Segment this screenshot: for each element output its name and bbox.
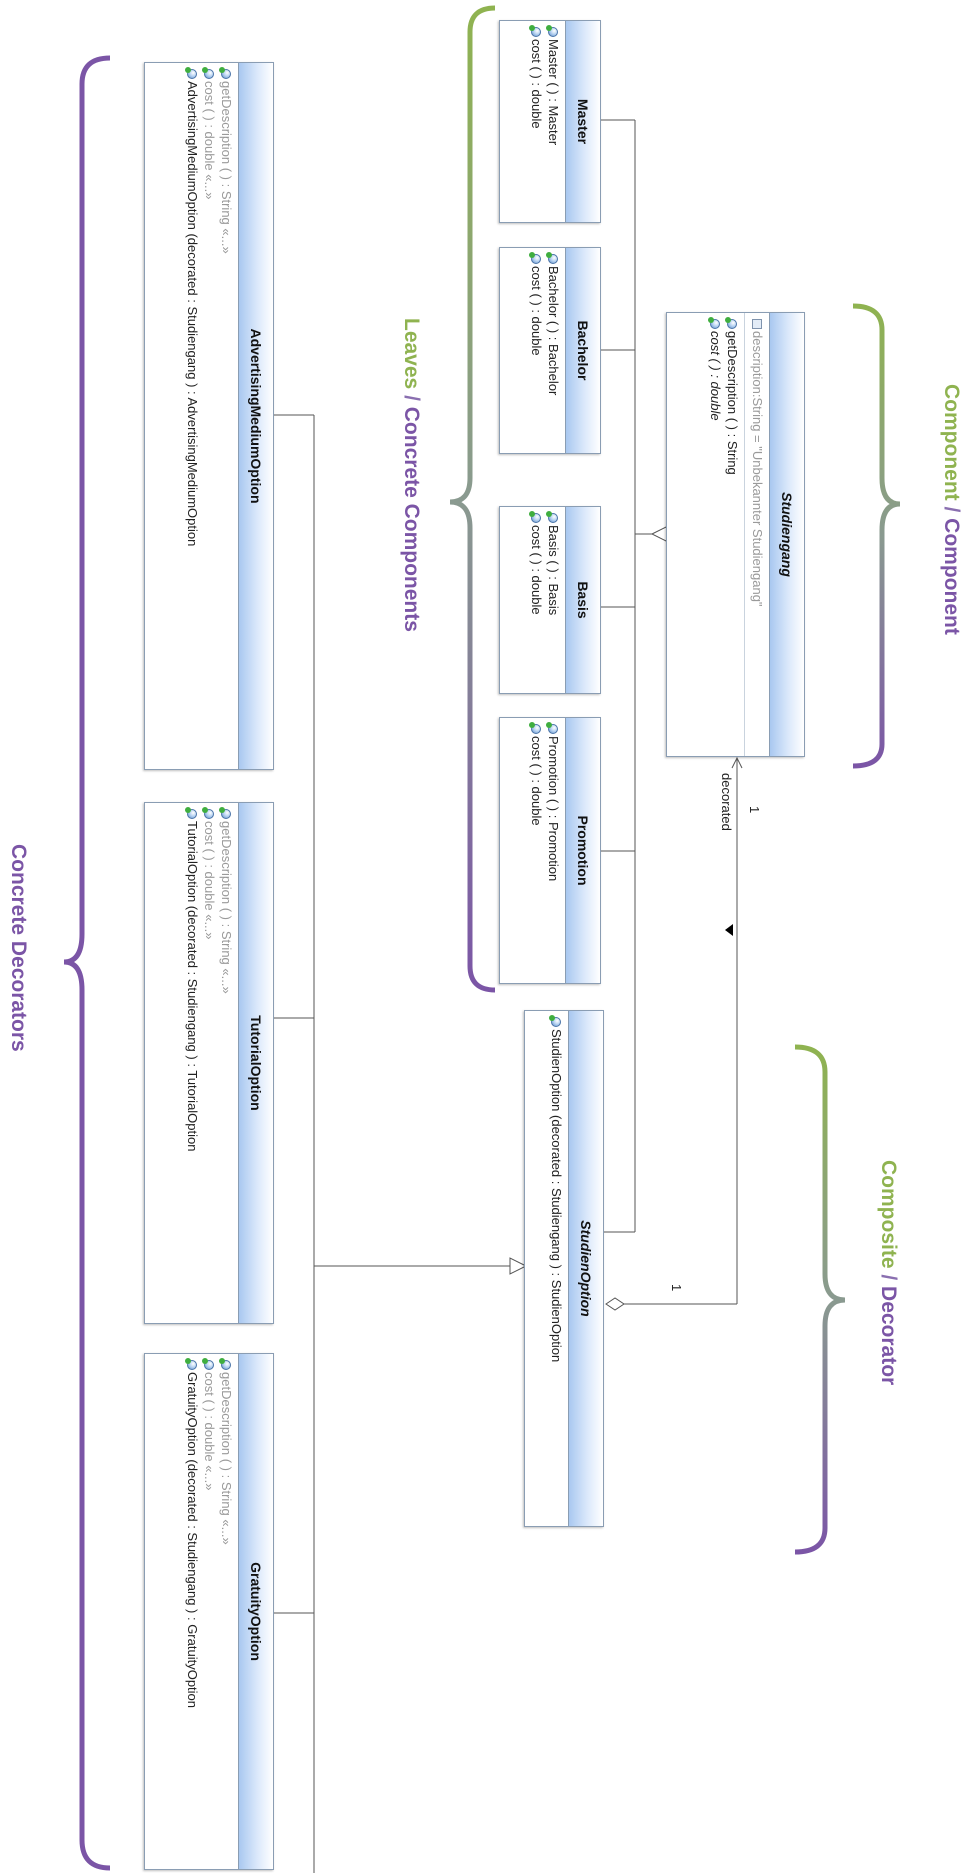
operation: StudienOption (decorated : Studiengang )… [548,1017,565,1520]
attribute-icon [752,319,762,329]
class-name: Master [565,21,600,222]
operation: cost ( ) : double [528,254,545,447]
leaves-role-label: Leaves / Concrete Components [400,318,423,632]
operation-icon [531,513,541,523]
operation: AdvertisingMediumOption (decorated : Stu… [184,69,201,763]
class-bachelor[interactable]: Bachelor Bachelor ( ) : Bachelor cost ( … [499,247,601,454]
operation-icon [531,254,541,264]
class-promotion[interactable]: Promotion Promotion ( ) : Promotion cost… [499,717,601,984]
class-name: Bachelor [565,248,600,453]
operation-icon [727,319,737,329]
class-name: StudienOption [568,1011,603,1526]
operation-icon [204,69,214,79]
class-tutorialoption[interactable]: TutorialOption getDescription ( ) : Stri… [144,802,274,1324]
operation: getDescription ( ) : String «...» [218,69,235,763]
operation-icon [187,1360,197,1370]
class-name: AdvertisingMediumOption [238,63,273,769]
operation: Master ( ) : Master [545,27,562,216]
operation: TutorialOption (decorated : Studiengang … [184,809,201,1317]
aggregation-diamond [605,1297,625,1311]
operation-icon [531,724,541,734]
multiplicity-bottom: 1 [669,1284,684,1292]
operation: Basis ( ) : Basis [545,513,562,687]
class-name: GratuityOption [238,1354,273,1869]
generalization-leaves [601,119,652,1233]
class-master[interactable]: Master Master ( ) : Master cost ( ) : do… [499,20,601,223]
operation-icon [187,69,197,79]
operation-icon [221,69,231,79]
class-name: Promotion [565,718,600,983]
operation: cost ( ) : double «...» [201,809,218,1317]
association-decorated [624,756,743,1305]
operation: cost ( ) : double «...» [201,1360,218,1863]
navigation-arrowhead [725,924,733,936]
association-role-label: decorated [719,773,734,831]
multiplicity-top: 1 [747,806,762,814]
operation-icon [204,1360,214,1370]
concrete-decorators-label: Concrete Decorators [7,844,30,1052]
generalization-decorators [274,414,510,1873]
class-name: TutorialOption [238,803,273,1323]
operation: cost ( ) : double [528,724,545,977]
operation: getDescription ( ) : String «...» [218,1360,235,1863]
operation: getDescription ( ) : String «...» [218,809,235,1317]
class-basis[interactable]: Basis Basis ( ) : Basis cost ( ) : doubl… [499,506,601,694]
operation-icon [551,1017,561,1027]
operation-icon [204,809,214,819]
class-name: Studiengang [769,313,804,756]
operation-icon [187,809,197,819]
class-studiengang[interactable]: Studiengang description:String = "Unbeka… [666,312,805,757]
operation: cost ( ) : double [528,513,545,687]
operation: cost ( ) : double [707,319,724,750]
operation-icon [531,27,541,37]
operation-icon [548,724,558,734]
operation-icon [548,27,558,37]
operation-icon [221,1360,231,1370]
class-studienoption[interactable]: StudienOption StudienOption (decorated :… [524,1010,604,1527]
component-role-label: Component / Component [940,384,963,635]
attribute: description:String = "Unbekannter Studie… [749,319,766,750]
operation-icon [548,513,558,523]
class-name: Basis [565,507,600,693]
operation: cost ( ) : double [528,27,545,216]
operation-icon [710,319,720,329]
operation: Bachelor ( ) : Bachelor [545,254,562,447]
operation: Promotion ( ) : Promotion [545,724,562,977]
operation-icon [221,809,231,819]
operation: GratuityOption (decorated : Studiengang … [184,1360,201,1863]
operation: cost ( ) : double «...» [201,69,218,763]
class-gratuityoption[interactable]: GratuityOption getDescription ( ) : Stri… [144,1353,274,1870]
operation-icon [548,254,558,264]
composite-role-label: Composite / Decorator [877,1160,900,1386]
decorator-arrowhead [509,1257,528,1275]
class-advertisingmediumoption[interactable]: AdvertisingMediumOption getDescription (… [144,62,274,770]
operation: getDescription ( ) : String [724,319,741,750]
